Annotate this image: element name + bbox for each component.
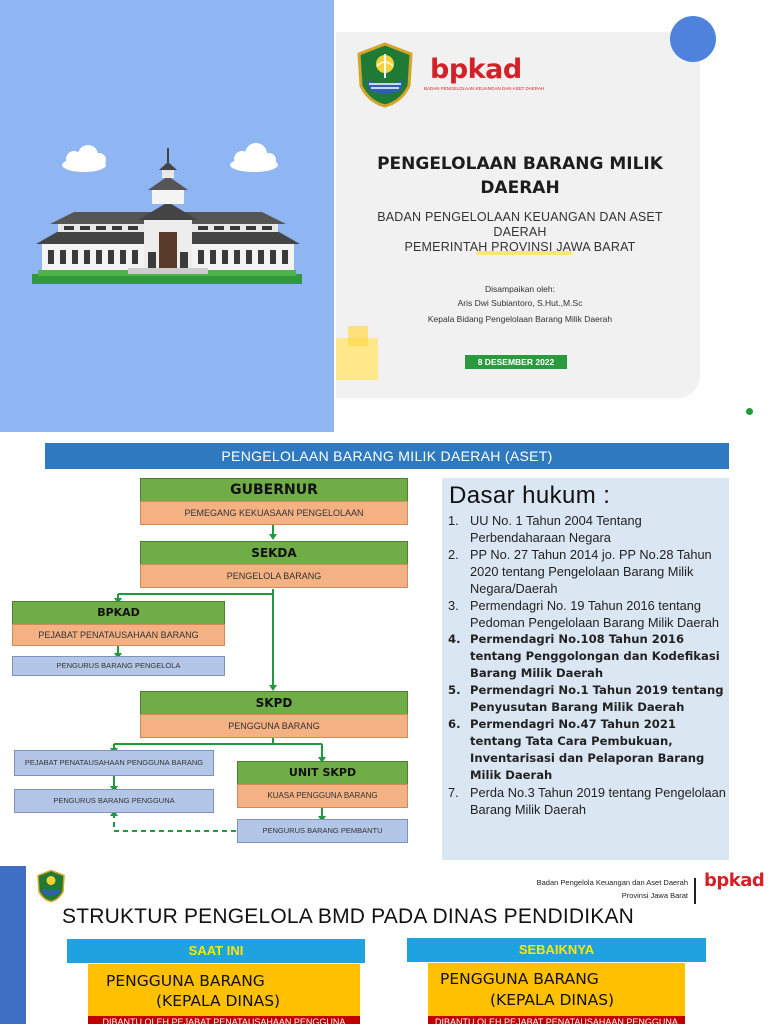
dasar-hukum-list: 1.UU No. 1 Tahun 2004 Tentang Perbendaha…: [446, 512, 726, 818]
subtitle-line-1: BADAN PENGELOLAAN KEUANGAN DAN ASET DAER…: [377, 210, 663, 239]
decorative-dot: [746, 408, 753, 415]
list-item: 4.Permendagri No.108 Tahun 2016 tentang …: [448, 632, 720, 680]
pengguna-barang-label-right: PENGGUNA BARANG: [440, 970, 599, 988]
cloud-icon: [230, 143, 278, 172]
list-item: 5.Permendagri No.1 Tahun 2019 tentang Pe…: [448, 683, 724, 714]
org-skpd-left-1: PEJABAT PENATAUSAHAAN PENGGUNA BARANG: [14, 750, 214, 776]
presenter-position: Kepala Bidang Pengelolaan Barang Milik D…: [427, 314, 613, 324]
dasar-hukum-panel: [442, 478, 729, 860]
org-skpd-role: PENGGUNA BARANG: [140, 714, 408, 738]
gedung-sate-illustration: [32, 143, 302, 284]
org-unit-skpd-sub: PENGURUS BARANG PEMBANTU: [237, 819, 408, 843]
bpkad-logo-text: bpkad: [430, 54, 522, 85]
org-gubernur-role: PEMEGANG KEKUASAAN PENGELOLAAN: [140, 501, 408, 525]
assistant-strip-left: DIBANTU OLEH PEJABAT PENATAUSAHAAN PENGG…: [88, 1016, 360, 1024]
org-gubernur-title: GUBERNUR: [140, 478, 408, 502]
dasar-hukum-title: Dasar hukum :: [449, 482, 611, 509]
org-chart-connectors: [110, 523, 326, 832]
pengguna-barang-box-left: [88, 964, 360, 1024]
org-bpkad-title: BPKAD: [12, 601, 225, 625]
org-line-1: Badan Pengelola Keuangan dan Aset Daerah: [536, 878, 688, 887]
date-badge: 8 DESEMBER 2022: [465, 355, 567, 369]
kepala-dinas-label-left: (KEPALA DINAS): [156, 992, 281, 1010]
jawa-barat-emblem-icon: [357, 42, 413, 108]
column-header-saat-ini: SAAT INI: [67, 939, 365, 963]
slide1-subtitle: BADAN PENGELOLAAN KEUANGAN DAN ASET DAER…: [352, 210, 688, 255]
subtitle-line-2: PEMERINTAH PROVINSI JAWA BARAT: [404, 240, 636, 254]
list-item: 2.PP No. 27 Tahun 2014 jo. PP No.28 Tahu…: [448, 547, 712, 596]
org-sekda-role: PENGELOLA BARANG: [140, 564, 408, 588]
column-header-sebaiknya: SEBAIKNYA: [407, 938, 706, 962]
org-unit-skpd-role: KUASA PENGGUNA BARANG: [237, 784, 408, 808]
list-item: 7.Perda No.3 Tahun 2019 tentang Pengelol…: [448, 785, 726, 817]
org-bpkad-sub: PENGURUS BARANG PENGELOLA: [12, 656, 225, 676]
slide1-title: PENGELOLAAN BARANG MILIK DAERAH: [377, 154, 663, 198]
title-underline: [476, 251, 572, 255]
list-item: 6.Permendagri No.47 Tahun 2021 tentang T…: [448, 717, 705, 782]
logo-separator: [694, 878, 696, 904]
slide3-org-name: Badan Pengelola Keuangan dan Aset Daerah…: [470, 876, 688, 902]
slide2-banner: PENGELOLAAN BARANG MILIK DAERAH (ASET): [45, 443, 729, 469]
assistant-strip-right: DIBANTU OLEH PEJABAT PENATAUSAHAAN PENGG…: [428, 1016, 685, 1024]
bpkad-logo-subtext: BADAN PENGELOLAAN KEUANGAN DAN ASET DAER…: [424, 86, 545, 91]
org-sekda-title: SEKDA: [140, 541, 408, 565]
bpkad-logo-text: bpkad: [704, 870, 765, 891]
org-skpd-title: SKPD: [140, 691, 408, 715]
cloud-icon: [62, 145, 106, 172]
org-bpkad-role: PEJABAT PENATAUSAHAAN BARANG: [12, 624, 225, 646]
kepala-dinas-label-right: (KEPALA DINAS): [490, 991, 615, 1009]
jawa-barat-emblem-icon: [37, 869, 65, 903]
slide3-left-strip: [0, 866, 26, 1024]
pengguna-barang-label-left: PENGGUNA BARANG: [106, 972, 265, 990]
list-item: 1.UU No. 1 Tahun 2004 Tentang Perbendaha…: [448, 513, 642, 545]
org-skpd-left-2: PENGURUS BARANG PENGGUNA: [14, 789, 214, 813]
presenter-name: Aris Dwi Subiantoro, S.Hut.,M.Sc: [457, 298, 583, 308]
decorative-circle: [670, 16, 716, 62]
decorative-square-small: [348, 326, 368, 346]
presented-by-label: Disampaikan oleh:: [485, 284, 555, 294]
slide3-title: STRUKTUR PENGELOLA BMD PADA DINAS PENDID…: [62, 905, 635, 928]
list-item: 3.Permendagri No. 19 Tahun 2016 tentang …: [448, 598, 719, 630]
pengguna-barang-box-right: [428, 963, 685, 1024]
org-unit-skpd-title: UNIT SKPD: [237, 761, 408, 785]
org-line-2: Provinsi Jawa Barat: [621, 891, 688, 900]
